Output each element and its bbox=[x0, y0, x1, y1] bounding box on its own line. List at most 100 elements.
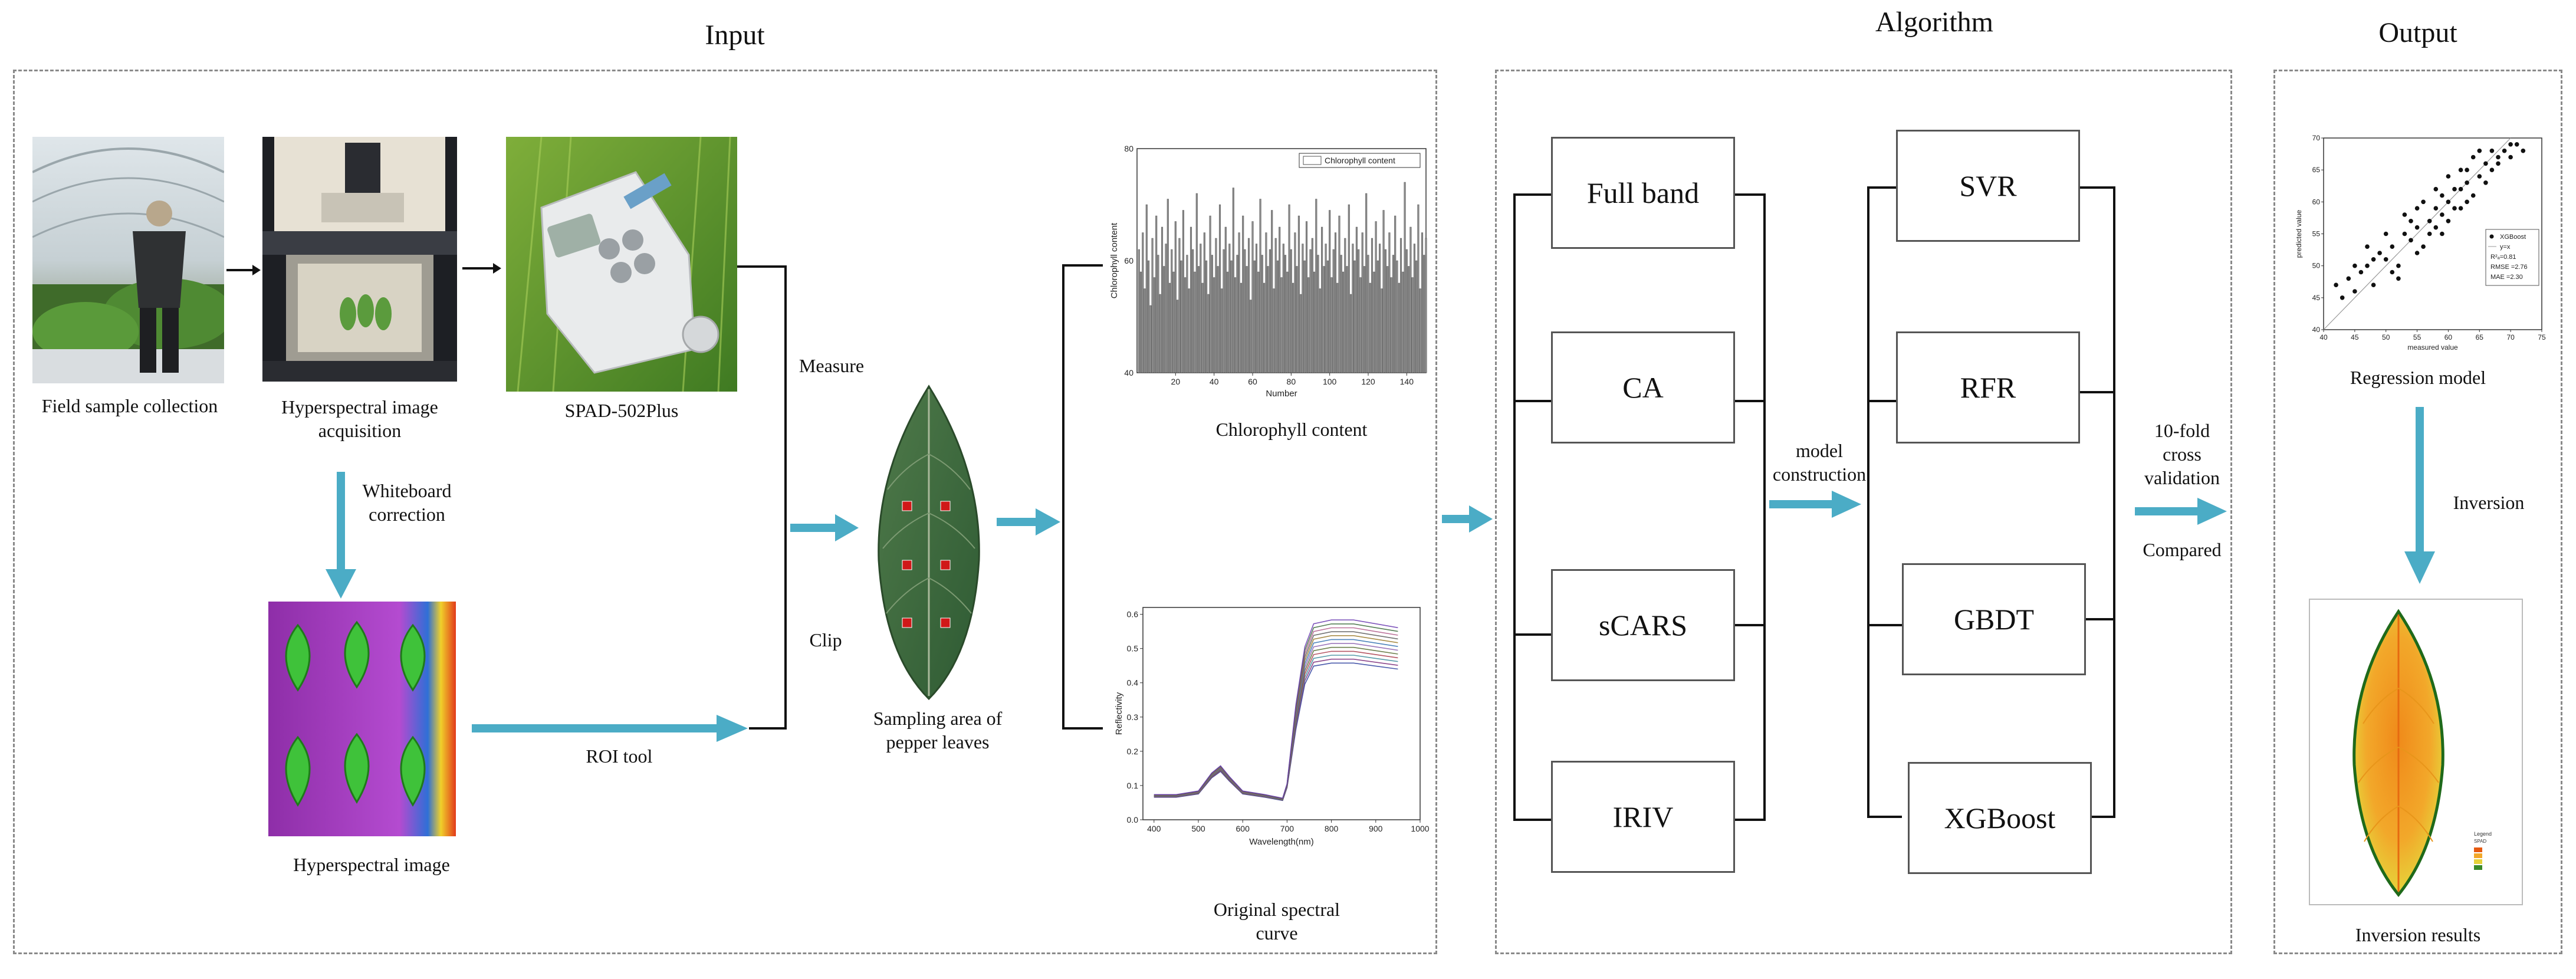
reg-point bbox=[2465, 167, 2469, 172]
chl-bar bbox=[1305, 221, 1308, 373]
chl-bar bbox=[1269, 249, 1271, 373]
reg-y-tick-label: 50 bbox=[2312, 262, 2321, 270]
reg-x-tick-label: 40 bbox=[2319, 333, 2328, 341]
chl-bar bbox=[1223, 249, 1225, 373]
chl-bar bbox=[1255, 244, 1258, 373]
spec-y-tick-label: 0.3 bbox=[1127, 712, 1139, 722]
chl-x-tick-label: 60 bbox=[1248, 377, 1257, 386]
arrow-leaf-to-charts bbox=[997, 508, 1060, 536]
reg-legend-entry: RMSE =2.76 bbox=[2490, 264, 2528, 271]
feature-iriv: IRIV bbox=[1551, 761, 1735, 873]
reg-legend-box bbox=[2485, 229, 2539, 286]
reg-point bbox=[2465, 180, 2469, 185]
chl-bar bbox=[1313, 271, 1316, 373]
chl-bar bbox=[1200, 244, 1202, 373]
reg-point bbox=[2346, 276, 2351, 281]
reg-point bbox=[2365, 244, 2370, 249]
chl-bar bbox=[1167, 199, 1169, 373]
chl-bar bbox=[1404, 182, 1406, 373]
reg-y-tick-label: 70 bbox=[2312, 134, 2321, 142]
spec-x-tick-label: 600 bbox=[1236, 824, 1250, 833]
chl-bar bbox=[1326, 260, 1329, 373]
chl-bar bbox=[1265, 232, 1267, 373]
chl-bar bbox=[1332, 249, 1335, 373]
chl-bar bbox=[1259, 199, 1261, 373]
reg-point bbox=[2427, 231, 2432, 236]
chl-bar bbox=[1396, 260, 1398, 373]
chl-bar bbox=[1139, 271, 1142, 373]
regression-caption: Regression model bbox=[2350, 367, 2486, 388]
chl-bar bbox=[1157, 255, 1159, 373]
reg-x-tick-label: 50 bbox=[2382, 333, 2390, 341]
reg-point bbox=[2470, 155, 2476, 160]
chl-bar bbox=[1302, 244, 1304, 373]
reg-point bbox=[2496, 161, 2501, 166]
reg-point bbox=[2409, 219, 2413, 224]
whiteboard-line2: correction bbox=[369, 504, 445, 525]
chl-bar bbox=[1307, 277, 1310, 373]
chl-bar bbox=[1224, 226, 1227, 373]
chl-bar bbox=[1353, 260, 1356, 373]
chl-bar bbox=[1399, 238, 1402, 373]
chl-bar bbox=[1151, 238, 1154, 373]
chl-bar bbox=[1348, 204, 1350, 373]
chl-bar bbox=[1218, 204, 1221, 373]
algorithm-title: Algorithm bbox=[1875, 6, 1993, 38]
chl-bar bbox=[1394, 215, 1397, 373]
reg-identity-line bbox=[2323, 137, 2511, 330]
reg-point bbox=[2396, 263, 2401, 268]
chl-bar bbox=[1367, 255, 1369, 373]
reg-point bbox=[2508, 155, 2513, 160]
reg-x-tick-label: 55 bbox=[2413, 333, 2421, 341]
whiteboard-line1: Whiteboard bbox=[362, 480, 452, 501]
chl-y-axis-label: Chlorophyll content bbox=[1109, 222, 1119, 298]
chl-bar bbox=[1263, 282, 1266, 373]
chl-bar bbox=[1209, 215, 1211, 373]
reg-point bbox=[2521, 148, 2526, 153]
chl-x-tick-label: 120 bbox=[1361, 377, 1375, 386]
hyperspectral-acquisition-photo bbox=[262, 137, 457, 382]
reg-point bbox=[2409, 238, 2413, 243]
spec-series-line bbox=[1154, 639, 1398, 800]
reg-point bbox=[2452, 206, 2457, 211]
model-gbdt: GBDT bbox=[1902, 563, 2086, 675]
chl-bar bbox=[1376, 260, 1379, 373]
output-section bbox=[2273, 70, 2562, 954]
reg-point bbox=[2365, 263, 2370, 268]
reg-point bbox=[2458, 186, 2463, 192]
chl-bar bbox=[1201, 282, 1204, 373]
model-construction-line2: construction bbox=[1772, 464, 1867, 485]
reg-y-tick-label: 65 bbox=[2312, 166, 2321, 174]
chl-bar bbox=[1194, 271, 1196, 373]
chl-bar bbox=[1282, 244, 1284, 373]
reg-y-axis-label: predicted value bbox=[2295, 209, 2303, 258]
model-xgboost: XGBoost bbox=[1908, 762, 2092, 874]
spectral-caption-line1: Original spectral bbox=[1213, 899, 1340, 920]
chl-bar bbox=[1303, 260, 1306, 373]
reg-legend-marker bbox=[2489, 234, 2494, 239]
chl-x-tick-label: 40 bbox=[1210, 377, 1219, 386]
chl-bar bbox=[1321, 226, 1323, 373]
feature-ca: CA bbox=[1551, 331, 1735, 443]
spec-series-line bbox=[1154, 662, 1398, 801]
reg-point bbox=[2421, 244, 2426, 249]
chl-bar bbox=[1230, 260, 1233, 373]
reg-point bbox=[2334, 282, 2338, 288]
chl-bar bbox=[1253, 260, 1256, 373]
reg-point bbox=[2340, 295, 2345, 300]
spec-series-line bbox=[1154, 655, 1398, 801]
chl-bar bbox=[1384, 249, 1386, 373]
reg-y-tick-label: 40 bbox=[2312, 326, 2321, 334]
chl-bar bbox=[1363, 266, 1366, 373]
spec-x-tick-label: 500 bbox=[1191, 824, 1205, 833]
reg-legend-entry: R²ₐ=0.81 bbox=[2490, 254, 2516, 261]
chl-bar bbox=[1415, 260, 1418, 373]
chl-bar bbox=[1325, 244, 1327, 373]
reg-point bbox=[2414, 251, 2420, 255]
chl-bar bbox=[1361, 232, 1363, 373]
chl-bar bbox=[1315, 199, 1317, 373]
reg-x-tick-label: 45 bbox=[2351, 333, 2359, 341]
field-caption: Field sample collection bbox=[41, 395, 218, 416]
chl-bar bbox=[1344, 238, 1346, 373]
reg-point bbox=[2452, 186, 2457, 192]
